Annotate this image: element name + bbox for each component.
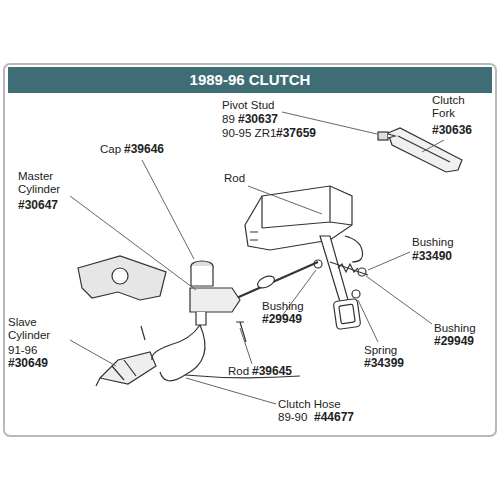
bushing <box>352 290 360 298</box>
part-name: Bushing <box>262 300 304 313</box>
part-name: Slave Cylinder <box>8 316 64 342</box>
reservoir <box>191 266 213 286</box>
part-name: Master Cylinder <box>18 170 74 196</box>
part-name: Pivot Stud <box>222 99 274 112</box>
pivot-stud <box>378 132 395 140</box>
push-rod <box>232 262 318 300</box>
part-name: 90-95 ZR1 <box>222 127 276 140</box>
frame <box>4 64 496 436</box>
part-number: #29949 <box>434 335 474 348</box>
part-name: Clutch Hose <box>278 398 341 411</box>
part-number: #39646 <box>124 143 164 156</box>
part-name: Bushing <box>412 236 454 249</box>
part-name: Bushing <box>434 322 476 335</box>
part-number: #39645 <box>252 365 292 378</box>
master-cylinder <box>190 288 240 312</box>
parts <box>78 128 462 386</box>
part-number: #34399 <box>364 357 404 370</box>
pedal-link <box>345 236 363 262</box>
part-number: #29949 <box>262 313 302 326</box>
clutch-hose <box>152 325 205 381</box>
bolt <box>141 326 145 340</box>
part-number: #37659 <box>276 127 316 140</box>
part-name: Rod <box>224 172 245 185</box>
rod-boot <box>256 274 277 291</box>
part-name: Clutch Fork <box>432 94 476 120</box>
part-number: #30647 <box>18 199 58 212</box>
leader-lines <box>70 112 444 404</box>
mount-bracket <box>78 256 166 300</box>
slave-cylinder <box>100 352 156 384</box>
part-number: #30636 <box>432 124 472 137</box>
part-name: Cap <box>100 143 121 156</box>
part-name: 89 <box>222 113 235 126</box>
part-number: #33490 <box>412 250 452 263</box>
part-name: Spring <box>364 344 397 357</box>
part-name: Rod <box>228 365 249 378</box>
clutch-pedal <box>320 236 348 302</box>
pedal-pad <box>333 298 361 329</box>
part-number: #30649 <box>8 357 48 370</box>
pedal-bracket <box>245 186 352 250</box>
part-name: 91-96 <box>8 344 37 357</box>
part-number: #44677 <box>314 411 354 424</box>
part-name: 89-90 <box>278 411 307 424</box>
part-number: #30637 <box>238 113 278 126</box>
title-band: 1989-96 CLUTCH <box>8 67 492 93</box>
